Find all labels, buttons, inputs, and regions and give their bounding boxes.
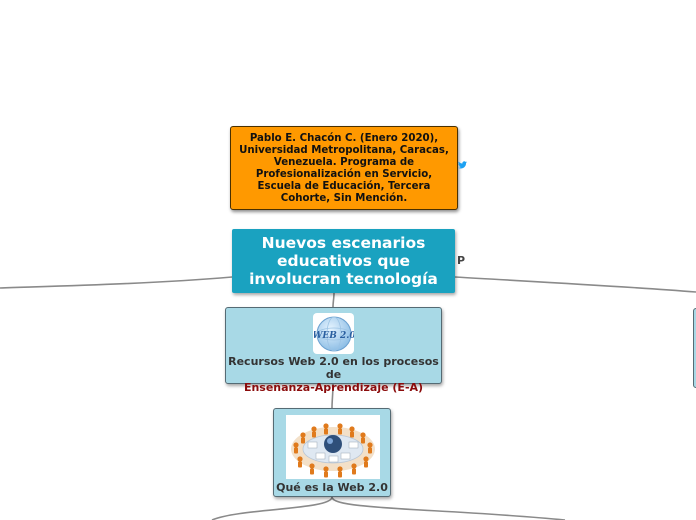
web20-logo-icon: WEB 2.0 [313,313,354,354]
central-topic-text: Nuevos escenarios educativos que involuc… [249,234,438,288]
connector-que-left [212,497,332,520]
web20-resources-emphasis: Enseñanza-Aprendizaje (E-A) [244,381,423,394]
que-es-web20-label: Qué es la Web 2.0 [274,481,390,494]
svg-text:WEB 2.0: WEB 2.0 [314,331,354,341]
connector-right [455,277,696,292]
web20-resources-node[interactable]: WEB 2.0 Recursos Web 2.0 en los procesos… [225,307,442,384]
twitter-icon[interactable] [458,161,467,172]
que-es-web20-node[interactable]: Qué es la Web 2.0 [273,408,391,497]
p-marker: P [457,254,465,267]
connector-central-web [333,293,334,307]
web20-resources-label: Recursos Web 2.0 en los procesos de Ense… [226,355,441,394]
connector-left [0,277,232,288]
central-topic[interactable]: Nuevos escenarios educativos que involuc… [232,229,455,293]
web20-network-image [286,415,380,479]
author-note[interactable]: Pablo E. Chacón C. (Enero 2020), Univers… [230,126,458,210]
author-note-text: Pablo E. Chacón C. (Enero 2020), Univers… [239,133,449,204]
connector-que-right [332,497,565,520]
